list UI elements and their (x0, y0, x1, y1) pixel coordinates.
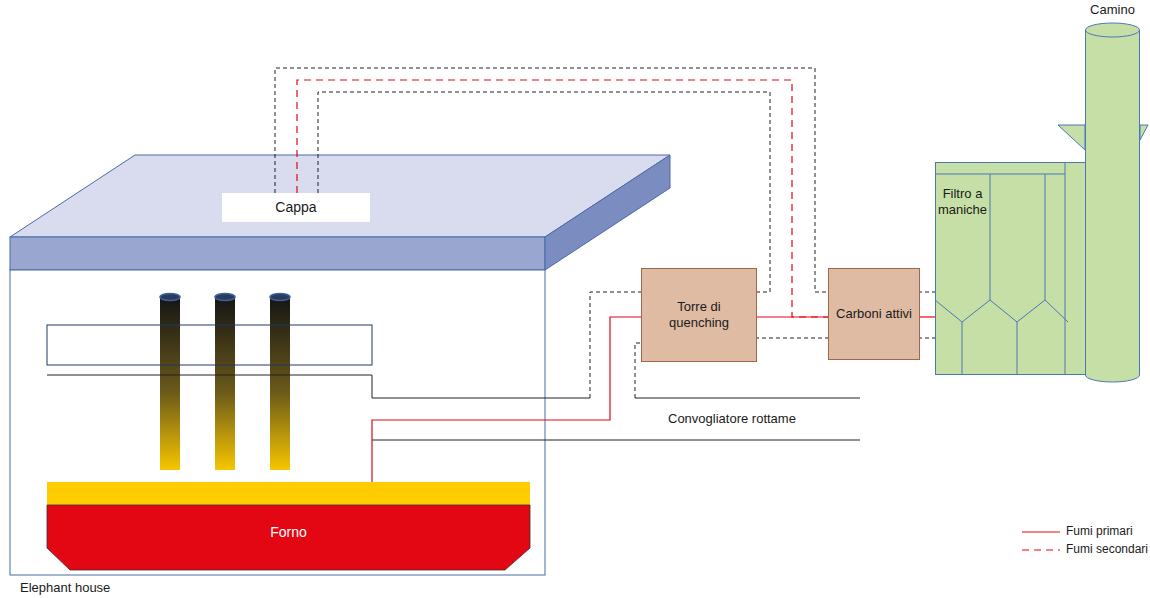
filter-compartment (1045, 174, 1046, 300)
primary-fume-line (757, 316, 828, 317)
primary-fume-line (920, 316, 935, 317)
roof-side (545, 155, 670, 270)
furnace-shell (47, 505, 530, 570)
duct-dashed-walls-part (590, 292, 643, 398)
filter-compartment (1017, 322, 1018, 375)
node-label: Forno (270, 524, 307, 541)
duct-walls-part (372, 440, 860, 441)
part-label: Convogliatore rottame (668, 411, 796, 427)
legend-line-sample (1022, 531, 1060, 532)
node-label: Cappa (275, 199, 316, 216)
node-label: Filtro a maniche (935, 186, 990, 217)
chimney: Camino (1085, 2, 1140, 385)
electrodes-part (215, 294, 235, 301)
node-label: Carboni attivi (836, 306, 912, 322)
building-wall (10, 270, 545, 575)
duct-dashed-walls-part (918, 292, 935, 293)
electrodes-part (160, 297, 180, 470)
electrodes-part (270, 294, 290, 301)
filter-hoppers (935, 300, 1068, 322)
conveyor-label: Convogliatore rottame (668, 411, 796, 427)
legend-entry: Fumi secondari (1066, 542, 1148, 556)
roof-edge (10, 237, 545, 270)
duct-dashed-walls-part (755, 338, 830, 339)
electrodes-part (215, 297, 235, 470)
process-box: Torre di quenching (641, 268, 757, 362)
electrodes (160, 294, 290, 471)
stack-top (1086, 23, 1140, 37)
filter-compartment (1065, 162, 1066, 375)
stack-flange (1140, 125, 1148, 140)
node-label: Camino (1085, 2, 1140, 18)
legend-samples (1022, 532, 1060, 550)
electrodes-part (160, 294, 180, 301)
filter-housing (936, 163, 1090, 375)
legend-line-sample (1022, 549, 1060, 550)
node-label: Torre di quenching (650, 299, 748, 330)
duct-walls-part (635, 398, 860, 399)
building-region: Elephant house CappaForno (10, 155, 670, 595)
duct-dashed-walls-part (918, 338, 935, 339)
stack-flange (1058, 125, 1085, 150)
electrodes-part (270, 297, 290, 470)
slag-layer (47, 482, 530, 505)
filter-compartment (962, 322, 963, 375)
filter-compartment (990, 174, 991, 300)
legend-entry: Fumi primari (1066, 524, 1133, 538)
chimney-shape (1085, 2, 1140, 385)
hood-box: Cappa (222, 193, 370, 222)
stack-body (1086, 30, 1140, 382)
node-label: Elephant house (20, 580, 110, 596)
legend-label: Fumi primari (1066, 524, 1133, 538)
furnace: Forno (47, 482, 530, 570)
filter-roof (935, 174, 1065, 175)
process-box: Carboni attivi (828, 268, 920, 360)
legend-label: Fumi secondari (1066, 542, 1148, 556)
bag-filter: Filtro a maniche (935, 162, 1090, 375)
